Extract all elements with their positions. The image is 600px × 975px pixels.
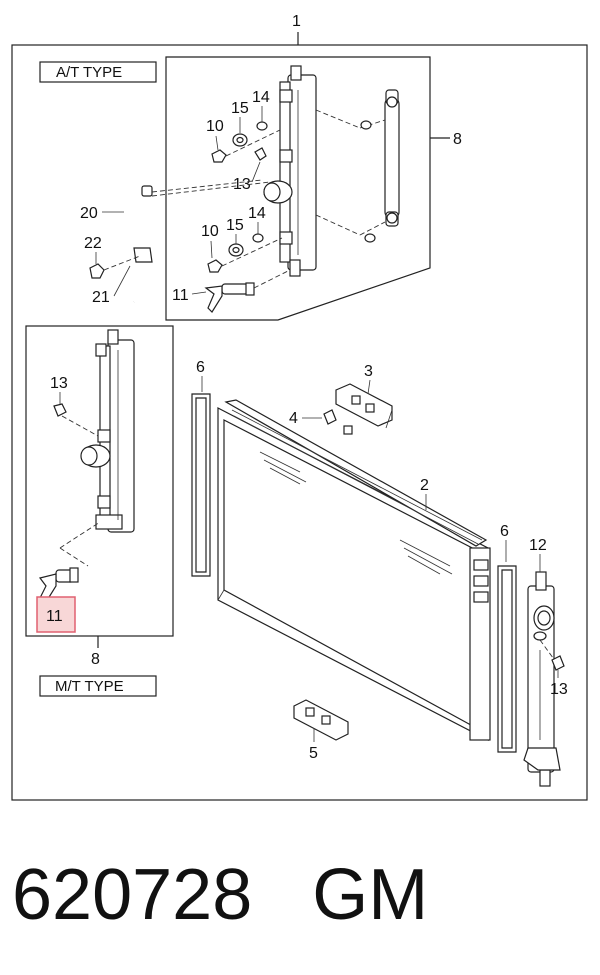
callout-6-right: 6 (500, 523, 509, 540)
callout-3: 3 (364, 363, 373, 380)
clip-13-mt (53, 403, 67, 417)
callout-2: 2 (420, 477, 429, 494)
callout-10-lower: 10 (201, 223, 219, 240)
callout-10-upper: 10 (206, 118, 224, 135)
callout-8-mt: 8 (91, 651, 100, 668)
at-inset-frame (165, 56, 431, 321)
highlight-box-11 (36, 596, 76, 633)
mt-type-badge (39, 675, 157, 697)
right-side-tank (523, 571, 561, 787)
mt-side-tank (80, 329, 135, 533)
brand-name: GM (312, 855, 429, 935)
callout-14-upper: 14 (252, 89, 270, 106)
at-drain-cock (204, 282, 255, 313)
seal-strip-left (191, 393, 211, 577)
callout-5: 5 (309, 745, 318, 762)
bolt-22 (89, 263, 105, 279)
at-side-tank (263, 65, 317, 277)
callout-11-at: 11 (172, 287, 189, 304)
clip-13-right (551, 655, 565, 671)
callout-6-left: 6 (196, 359, 205, 376)
mt-inset-frame (25, 325, 174, 637)
part-number: 620728 (12, 855, 253, 935)
clip-4 (323, 409, 337, 425)
callout-20: 20 (80, 205, 98, 222)
at-washers-lower (207, 233, 264, 273)
at-cooler-pipe (384, 89, 400, 227)
callout-1: 1 (292, 13, 301, 30)
callout-12: 12 (529, 537, 547, 554)
radiator-exploded-diagram: 1 A/T TYPE 8 10 15 (11, 13, 588, 801)
callout-8-at: 8 (453, 131, 462, 148)
callout-14-lower: 14 (248, 205, 266, 222)
callout-15-upper: 15 (231, 100, 249, 117)
radiator-core (217, 399, 491, 741)
at-type-label: A/T TYPE (56, 64, 122, 81)
callout-11-mt: 11 (46, 608, 63, 625)
clip-3-small (343, 425, 353, 435)
callout-15-lower: 15 (226, 217, 244, 234)
mt-type-label: M/T TYPE (55, 678, 124, 695)
callout-21: 21 (92, 289, 110, 306)
callout-13-at: 13 (233, 176, 251, 193)
seal-strip-right (497, 565, 517, 753)
callout-4: 4 (289, 410, 298, 427)
callout-13-right: 13 (550, 681, 568, 698)
upper-bracket (335, 383, 393, 429)
lower-bracket (293, 699, 349, 741)
at-washers-upper (211, 121, 268, 163)
part-number-caption: 620728 GM (12, 855, 428, 935)
mt-drain-cock (38, 567, 79, 603)
breather-hose (124, 185, 153, 304)
callout-13-mt: 13 (50, 375, 68, 392)
at-type-badge (39, 61, 157, 83)
callout-22: 22 (84, 235, 102, 252)
outer-frame (11, 44, 588, 801)
